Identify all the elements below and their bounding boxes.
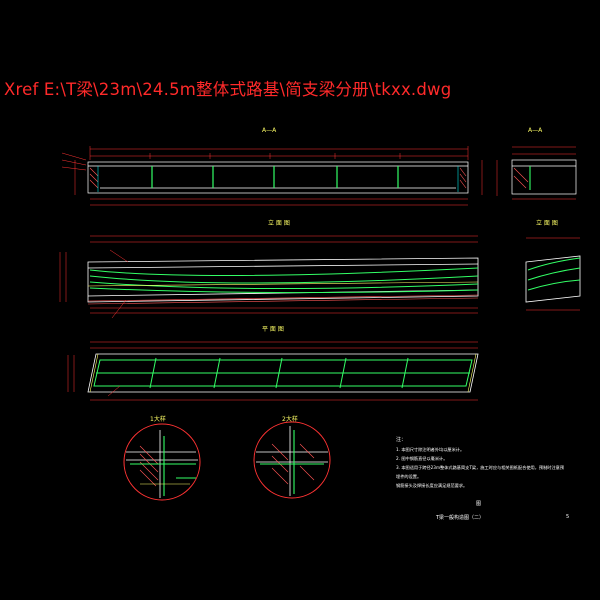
xref-path-label: Xref E:\T梁\23m\24.5m整体式路基\简支梁分册\tkxx.dwg [4,80,452,99]
plan-dimensions [67,341,478,401]
elevation-dimensions [59,235,478,314]
plan-leaders [107,385,121,397]
notes-block: 注： 1. 本图尺寸除注明者外均以厘米计。 2. 图中钢筋直径以毫米计。 3. … [396,436,566,490]
detail-2-title: 2大样 [282,416,298,423]
note-item: 1. 本图尺寸除注明者外均以厘米计。 [396,447,465,452]
elevation-view [59,235,479,319]
plan-view [67,341,479,401]
elevation-title: 立 面 图 [268,220,290,227]
section-aa-diaphragms [151,166,399,188]
footer-title: T梁一般构造图（二） [436,515,485,521]
plan-girders [93,357,473,389]
detail-1-title: 1大样 [150,416,166,423]
section-aa-right-title: A—A [528,127,543,134]
detail-2-view [253,421,331,499]
plan-ends [89,353,477,393]
elevation-centerline [87,281,479,287]
elevation-bottom-hatch [87,294,479,305]
section-aa-outline [87,161,469,194]
notes-heading: 注： [396,437,407,443]
elevation-leaders [109,249,129,319]
note-item: 2. 图中钢筋直径以毫米计。 [396,456,448,461]
footer-mark: 图 [476,501,482,507]
section-aa-right-view [496,146,577,200]
section-aa-title: A—A [262,127,277,134]
plan-outline [87,353,479,393]
elevation-tendons [89,267,479,294]
elevation-right-title: 立 面 图 [536,220,558,227]
detail-1-view [123,423,201,501]
elevation-right-view [525,237,581,311]
section-aa-view [61,146,483,206]
section-aa-dimensions [74,146,483,206]
section-aa-end-marks [97,166,459,192]
section-aa-end-hatch [89,167,467,189]
footer-page: 5 [566,514,570,520]
note-item: 钢筋接头及焊接长度应满足规范要求。 [396,483,468,488]
note-item: 3. 本图适用于跨径23m整体式路基简支T梁，施工时应与相关图纸配合使用，预制时… [396,465,565,479]
plan-title: 平 面 图 [262,326,284,333]
section-aa-leaders [61,152,87,171]
